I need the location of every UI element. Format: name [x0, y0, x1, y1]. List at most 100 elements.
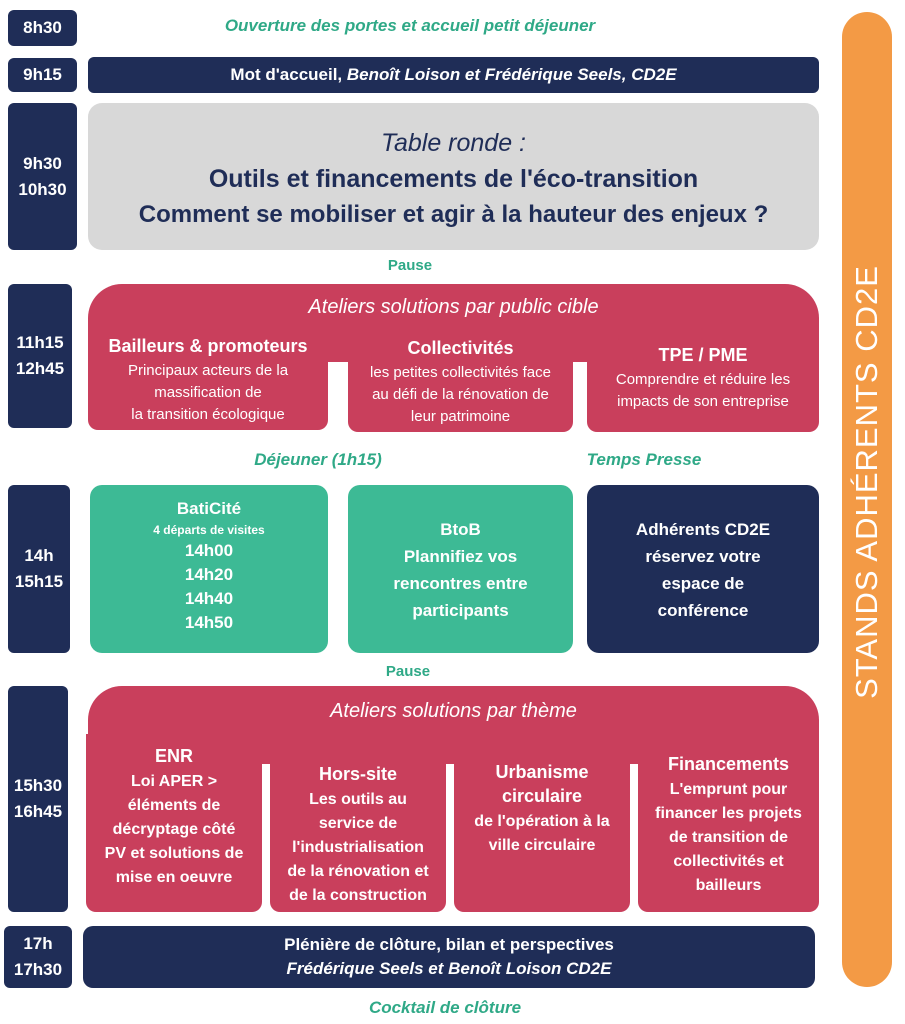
desc-line: massification de — [154, 384, 262, 401]
desc-line: éléments de — [127, 797, 221, 814]
card-desc: les petites collectivités face au défi d… — [348, 362, 573, 428]
baticite-slot: 14h20 — [184, 565, 234, 584]
card-heading: Bailleurs & promoteurs — [108, 336, 308, 356]
desc-line: la transition écologique — [131, 406, 285, 423]
roundtable-title: Table ronde : — [380, 129, 527, 157]
members-line: conférence — [657, 601, 749, 620]
time-label: 8h30 — [23, 18, 62, 37]
card-heading: TPE / PME — [658, 345, 748, 365]
time-label-start: 15h30 — [13, 776, 63, 795]
welcome-names: Benoît Loison et Frédérique Seels, CD2E — [346, 65, 677, 84]
desc-line: Les outils au — [309, 791, 407, 808]
desc-line: Principaux acteurs de la — [127, 362, 289, 379]
workshops-theme-title: Ateliers solutions par thème — [330, 700, 577, 722]
press-label: Temps Presse — [586, 450, 702, 469]
baticite-slot: 14h40 — [184, 589, 234, 608]
heading-line: circulaire — [501, 786, 583, 806]
desc-line: leur patrimoine — [410, 408, 511, 425]
card-heading: Urbanisme circulaire — [454, 760, 630, 808]
workshops-public-title: Ateliers solutions par public cible — [308, 296, 599, 318]
welcome-prefix: Mot d'accueil, — [230, 65, 347, 84]
lunch-label: Déjeuner (1h15) — [254, 450, 382, 469]
closing-bar: Plénière de clôture, bilan et perspectiv… — [83, 926, 815, 988]
baticite-slot: 14h50 — [184, 613, 234, 632]
stands-sidebar: STANDS ADHÉRENTS CD2E — [842, 12, 892, 987]
time-17h-17h30: 17h 17h30 — [4, 926, 72, 988]
roundtable-line2: Comment se mobiliser et agir à la hauteu… — [138, 201, 769, 228]
desc-line: l'industrialisation — [292, 839, 424, 856]
card-hors-site: Hors-site Les outils au service de l'ind… — [270, 760, 446, 912]
card-collectivites: Collectivités les petites collectivités … — [348, 326, 573, 432]
card-heading: Collectivités — [407, 338, 514, 358]
closing-line1: Plénière de clôture, bilan et perspectiv… — [284, 935, 614, 954]
heading-line: Urbanisme — [495, 762, 589, 782]
btob-line: BtoB — [440, 520, 481, 539]
cocktail-label: Cocktail de clôture — [368, 998, 522, 1017]
roundtable-line1: Outils et financements de l'éco-transiti… — [208, 165, 699, 193]
time-label-start: 14h — [24, 546, 54, 565]
desc-line: L'emprunt pour — [669, 781, 788, 798]
desc-line: décryptage côté — [112, 821, 236, 838]
time-9h30-10h30: 9h30 10h30 — [8, 103, 77, 250]
desc-line: ville circulaire — [488, 837, 596, 854]
btob-line: rencontres entre — [393, 574, 528, 593]
desc-line: bailleurs — [695, 877, 762, 894]
card-heading: Financements — [667, 754, 790, 774]
card-desc: de l'opération à la ville circulaire — [454, 810, 630, 858]
card-heading: ENR — [154, 746, 193, 766]
card-bailleurs: Bailleurs & promoteurs Principaux acteur… — [88, 326, 328, 430]
time-label-end: 16h45 — [13, 802, 63, 821]
time-label-start: 11h15 — [16, 333, 64, 352]
desc-line: financer les projets — [655, 805, 802, 822]
time-14h-15h15: 14h 15h15 — [8, 485, 70, 653]
desc-line: impacts de son entreprise — [617, 393, 789, 410]
card-desc: Les outils au service de l'industrialisa… — [270, 788, 446, 908]
desc-line: collectivités et — [673, 853, 784, 870]
desc-line: Loi APER > — [130, 773, 218, 790]
time-11h15-12h45: 11h15 12h45 — [8, 284, 72, 428]
desc-line: au défi de la rénovation de — [372, 386, 549, 403]
card-urbanisme: Urbanisme circulaire de l'opération à la… — [454, 760, 630, 912]
desc-line: de la rénovation et — [287, 863, 429, 880]
time-8h30: 8h30 — [8, 10, 77, 46]
time-label-end: 15h15 — [14, 572, 64, 591]
card-desc: Loi APER > éléments de décryptage côté P… — [86, 770, 262, 890]
desc-line: mise en oeuvre — [115, 869, 233, 886]
card-desc: Principaux acteurs de la massification d… — [88, 360, 328, 426]
opening-text: Ouverture des portes et accueil petit dé… — [224, 16, 596, 35]
pause-label: Pause — [385, 663, 431, 680]
btob-line: Plannifiez vos — [403, 547, 518, 566]
time-label-end: 10h30 — [18, 179, 67, 199]
baticite-subtitle: 4 départs de visites — [153, 523, 265, 537]
time-label: 9h15 — [23, 65, 62, 84]
card-btob: BtoB Plannifiez vos rencontres entre par… — [348, 485, 573, 653]
desc-line: PV et solutions de — [104, 845, 244, 862]
stands-sidebar-label: STANDS ADHÉRENTS CD2E — [849, 265, 884, 699]
desc-line: service de — [318, 815, 398, 832]
time-15h30-16h45: 15h30 16h45 — [8, 686, 68, 912]
card-heading: Hors-site — [318, 764, 398, 784]
members-line: espace de — [661, 574, 745, 593]
baticite-title: BatiCité — [176, 499, 242, 518]
btob-line: participants — [412, 601, 509, 620]
time-9h15: 9h15 — [8, 58, 77, 92]
card-enr: ENR Loi APER > éléments de décryptage cô… — [86, 734, 262, 912]
card-members: Adhérents CD2E réservez votre espace de … — [587, 485, 819, 653]
desc-line: Comprendre et réduire les — [615, 371, 791, 388]
desc-line: les petites collectivités face — [370, 364, 551, 381]
time-label-end: 17h30 — [13, 960, 63, 979]
card-desc: Comprendre et réduire les impacts de son… — [587, 369, 819, 413]
card-tpe-pme: TPE / PME Comprendre et réduire les impa… — [587, 326, 819, 432]
time-label-end: 12h45 — [15, 359, 65, 378]
time-label-start: 9h30 — [23, 153, 62, 173]
card-baticite: BatiCité 4 départs de visites 14h00 14h2… — [90, 485, 328, 653]
card-financements: Financements L'emprunt pour financer les… — [638, 734, 819, 912]
desc-line: de la construction — [289, 887, 427, 904]
members-line: réservez votre — [645, 547, 761, 566]
roundtable-box: Table ronde : Outils et financements de … — [88, 103, 819, 250]
members-line: Adhérents CD2E — [635, 520, 771, 539]
desc-line: de transition de — [668, 829, 789, 846]
time-label-start: 17h — [23, 934, 53, 953]
pause-label: Pause — [387, 257, 433, 274]
desc-line: de l'opération à la — [474, 813, 610, 830]
